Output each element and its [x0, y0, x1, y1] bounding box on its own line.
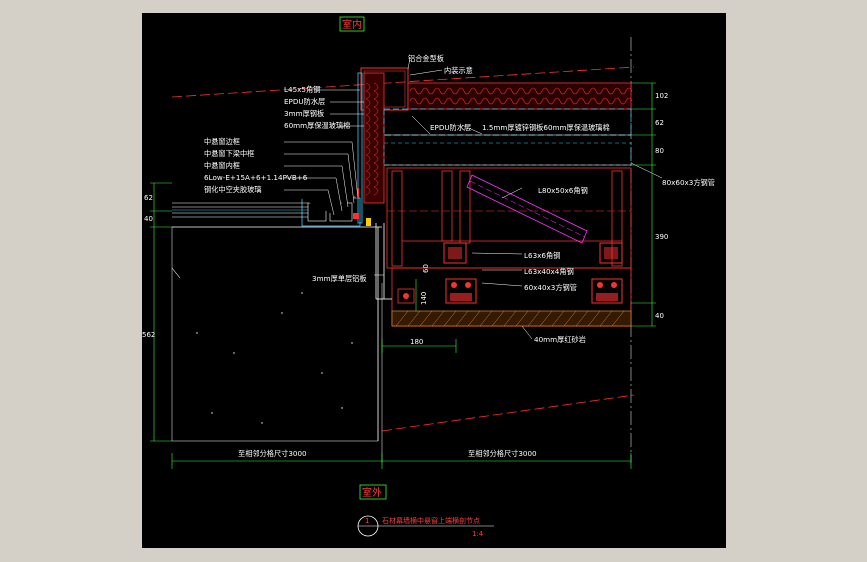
steel-post-left	[391, 170, 403, 267]
break-line-left	[171, 267, 181, 279]
anchor-clamp-far-left	[397, 288, 415, 304]
label-angle-l45: L45x5角钢	[284, 85, 320, 94]
label-tube-60: 60x40x3方钢管	[524, 283, 577, 292]
title-number: 1	[365, 517, 369, 525]
label-glasswool-60: 60mm厚保温玻璃棉	[284, 121, 350, 130]
steel-post-mid	[441, 170, 453, 242]
roof-insulation-band	[407, 82, 632, 110]
dim-right-40: 40	[655, 312, 664, 320]
column-hatch	[365, 82, 379, 196]
dim-left-40: 40	[144, 215, 153, 223]
granite-hatch	[395, 310, 625, 327]
cad-detail-drawing: 室内	[142, 16, 715, 538]
dim-60: 60	[422, 264, 430, 273]
cad-viewport[interactable]: 室内	[142, 13, 726, 548]
steel-post-mid2	[459, 170, 471, 244]
label-glass-desc: 钢化中空夹胶玻璃	[204, 185, 262, 194]
bottom-dimension	[171, 453, 632, 469]
ceiling-band	[383, 142, 632, 166]
label-tube-80: 80x60x3方钢管	[662, 178, 715, 187]
indoor-tag-box	[339, 16, 365, 32]
label-angle-l80: L80x50x6角钢	[538, 186, 588, 195]
dim-right-80: 80	[655, 147, 664, 155]
diagonal-angle-steel	[466, 174, 588, 244]
title-main: 石材幕墙横中悬窗上端横剖节点	[382, 516, 480, 525]
label-glass-spec: 6Low-E+15A+6+1.14PVB+6	[204, 173, 308, 182]
label-inner-ref: 内装示意	[444, 66, 473, 75]
granite-bottom-strip	[391, 310, 632, 327]
label-granite-40: 40mm厚红砂岩	[534, 335, 586, 344]
right-dimension	[631, 82, 656, 327]
dim-left-62: 62	[144, 194, 153, 202]
bracket-left	[443, 242, 467, 264]
label-epdm-2: EPDU防水层	[430, 123, 471, 132]
left-dimension	[150, 182, 172, 442]
glass-lines	[172, 202, 308, 218]
outdoor-tag-box	[359, 484, 387, 500]
gasket-red-1	[353, 213, 359, 219]
title-scale: 1:4	[472, 530, 484, 538]
bottom-dim-left: 至相邻分格尺寸3000	[238, 449, 307, 458]
label-alu-3mm: 3mm厚单层铝板	[312, 274, 367, 283]
indoor-label: 室内	[342, 18, 362, 31]
label-alu-cap: 铝合金型板	[408, 54, 444, 63]
steel-post-right	[611, 170, 623, 267]
label-frame-side: 中悬窗边框	[204, 137, 240, 146]
vertical-insulation-column	[363, 72, 385, 204]
diagonal-centerline	[469, 180, 586, 238]
label-steel-3mm: 3mm厚钢板	[284, 109, 324, 118]
roof-slope-line	[171, 66, 635, 98]
label-frame-inner: 中悬窗内框	[204, 161, 240, 170]
dim-left-562: 562	[142, 331, 155, 339]
dim-right-102: 102	[655, 92, 668, 100]
label-epdm-1: EPDU防水层	[284, 97, 325, 106]
outdoor-label: 室外	[362, 486, 382, 499]
steel-frame-outer	[386, 167, 632, 269]
dim-right-62: 62	[655, 119, 664, 127]
floor-slope-line	[381, 394, 635, 432]
roof-insulation-hatch	[409, 87, 633, 105]
bottom-dim-right: 至相邻分格尺寸3000	[468, 449, 537, 458]
anchor-clamp-right	[591, 278, 623, 304]
label-angle-l63-6: L63x6角钢	[524, 251, 560, 260]
anchor-clamp-left	[445, 278, 477, 304]
leader-lines	[284, 57, 663, 340]
dim-180-line	[381, 339, 457, 353]
dim-right-390: 390	[655, 233, 668, 241]
label-roof-sheet: 1.5mm厚镀锌钢板60mm厚保温玻璃棉	[482, 123, 610, 132]
gasket-yellow	[366, 218, 371, 226]
label-angle-l63-4: L63x40x4角钢	[524, 267, 574, 276]
bracket-right	[599, 242, 623, 264]
scatter-dots	[196, 292, 353, 424]
label-frame-bottom: 中悬窗下梁中框	[204, 149, 254, 158]
dim-140: 140	[420, 292, 428, 305]
dim-180: 180	[410, 338, 423, 346]
